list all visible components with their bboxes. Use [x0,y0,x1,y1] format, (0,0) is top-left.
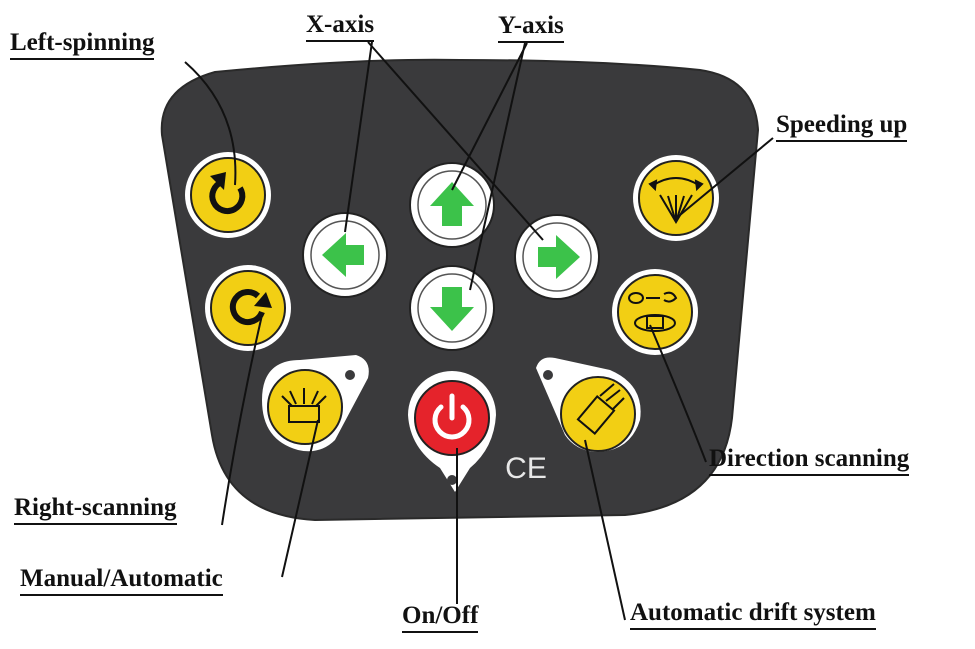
label-direction-scanning: Direction scanning [709,446,910,476]
arrow-left-icon [322,233,364,277]
x-axis-left-button[interactable] [302,212,388,298]
rotate-ccw-icon [209,172,246,215]
fan-beam-icon [648,177,704,224]
left-spinning-button[interactable] [185,152,271,238]
label-automatic-drift-system: Automatic drift system [630,600,876,630]
arrow-down-icon [430,287,474,331]
automatic-drift-button[interactable] [536,357,641,452]
label-x-axis: X-axis [306,12,375,42]
rotate-cw-icon [229,289,272,326]
on-off-button[interactable] [408,371,496,492]
arrow-right-icon [538,235,580,279]
manual-automatic-button[interactable] [262,355,369,452]
label-manual-automatic: Manual/Automatic [20,566,223,596]
right-scanning-button[interactable] [205,265,291,351]
speeding-up-button[interactable] [633,155,719,241]
label-right-scanning: Right-scanning [14,495,177,525]
x-axis-right-button[interactable] [514,214,600,300]
laser-tilt-icon [576,383,625,435]
direction-scanning-button[interactable] [612,269,698,355]
label-on-off: On/Off [402,603,479,633]
label-speeding-up: Speeding up [776,112,908,142]
y-axis-down-button[interactable] [409,265,495,351]
label-left-spinning: Left-spinning [10,30,155,60]
scan-direction-icon [628,291,678,332]
leader-lines [184,41,774,621]
ce-mark: CE [505,452,547,485]
sun-box-icon [281,388,327,423]
power-icon [432,393,472,440]
label-y-axis: Y-axis [498,13,564,43]
y-axis-up-button[interactable] [409,162,495,248]
arrow-up-icon [430,182,474,226]
